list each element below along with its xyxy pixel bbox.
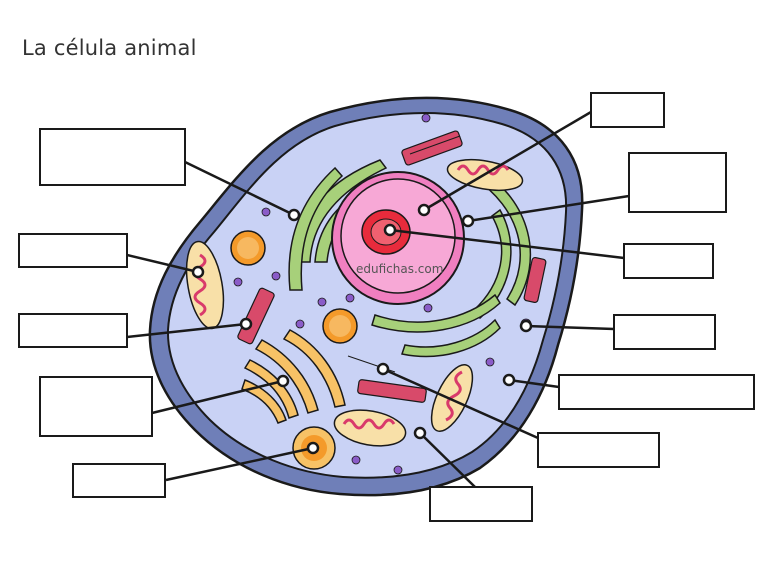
lysosome-2 — [322, 308, 358, 344]
pointer-dot-10 — [502, 373, 516, 387]
label-box-1[interactable] — [39, 128, 186, 186]
watermark-text: edufichas.com — [356, 262, 443, 276]
leader-line-10 — [508, 378, 560, 389]
pointer-dot-1 — [287, 208, 301, 222]
lysosome-1 — [230, 230, 266, 266]
label-box-5[interactable] — [72, 463, 166, 498]
pointer-dot-5 — [306, 441, 320, 455]
leader-line-12 — [419, 432, 476, 488]
leader-line-8 — [389, 228, 625, 260]
leader-line-3 — [126, 322, 247, 339]
label-box-3[interactable] — [18, 313, 128, 348]
pointer-dot-3 — [239, 317, 253, 331]
pointer-dot-4 — [276, 374, 290, 388]
label-box-8[interactable] — [623, 243, 714, 279]
centriole-4 — [357, 379, 427, 403]
golgi-apparatus — [241, 329, 346, 424]
leader-line-5 — [165, 446, 314, 482]
label-box-11[interactable] — [537, 432, 660, 468]
pointer-dot-11 — [376, 362, 390, 376]
mitochondrion-3 — [430, 364, 474, 432]
leader-line-7 — [467, 194, 630, 223]
label-box-2[interactable] — [18, 233, 128, 268]
leader-line-9 — [525, 324, 615, 331]
leader-line-11 — [382, 367, 539, 440]
leader-line-4 — [151, 379, 284, 415]
mitochondrion-4 — [333, 409, 407, 447]
label-box-4[interactable] — [39, 376, 153, 437]
pointer-dot-9 — [519, 319, 533, 333]
pointer-dot-2 — [191, 265, 205, 279]
centriole-2 — [523, 256, 547, 304]
pointer-dot-12 — [413, 426, 427, 440]
pointer-dot-7 — [461, 214, 475, 228]
mitochondrion-1 — [185, 240, 225, 330]
leader-line-2 — [126, 253, 199, 274]
leader-lines — [126, 110, 630, 488]
pointer-dot-6 — [417, 203, 431, 217]
label-box-10[interactable] — [558, 374, 755, 410]
pointer-dots — [191, 203, 533, 455]
label-box-7[interactable] — [628, 152, 727, 213]
leader-line-1 — [184, 160, 295, 217]
centriole-1 — [401, 130, 463, 166]
label-box-9[interactable] — [613, 314, 716, 350]
endoplasmic-reticulum — [288, 159, 532, 358]
leader-line-6 — [423, 110, 592, 212]
pointer-dot-8 — [383, 223, 397, 237]
page-title: La célula animal — [22, 36, 197, 60]
label-box-12[interactable] — [429, 486, 533, 522]
label-box-6[interactable] — [590, 92, 665, 128]
